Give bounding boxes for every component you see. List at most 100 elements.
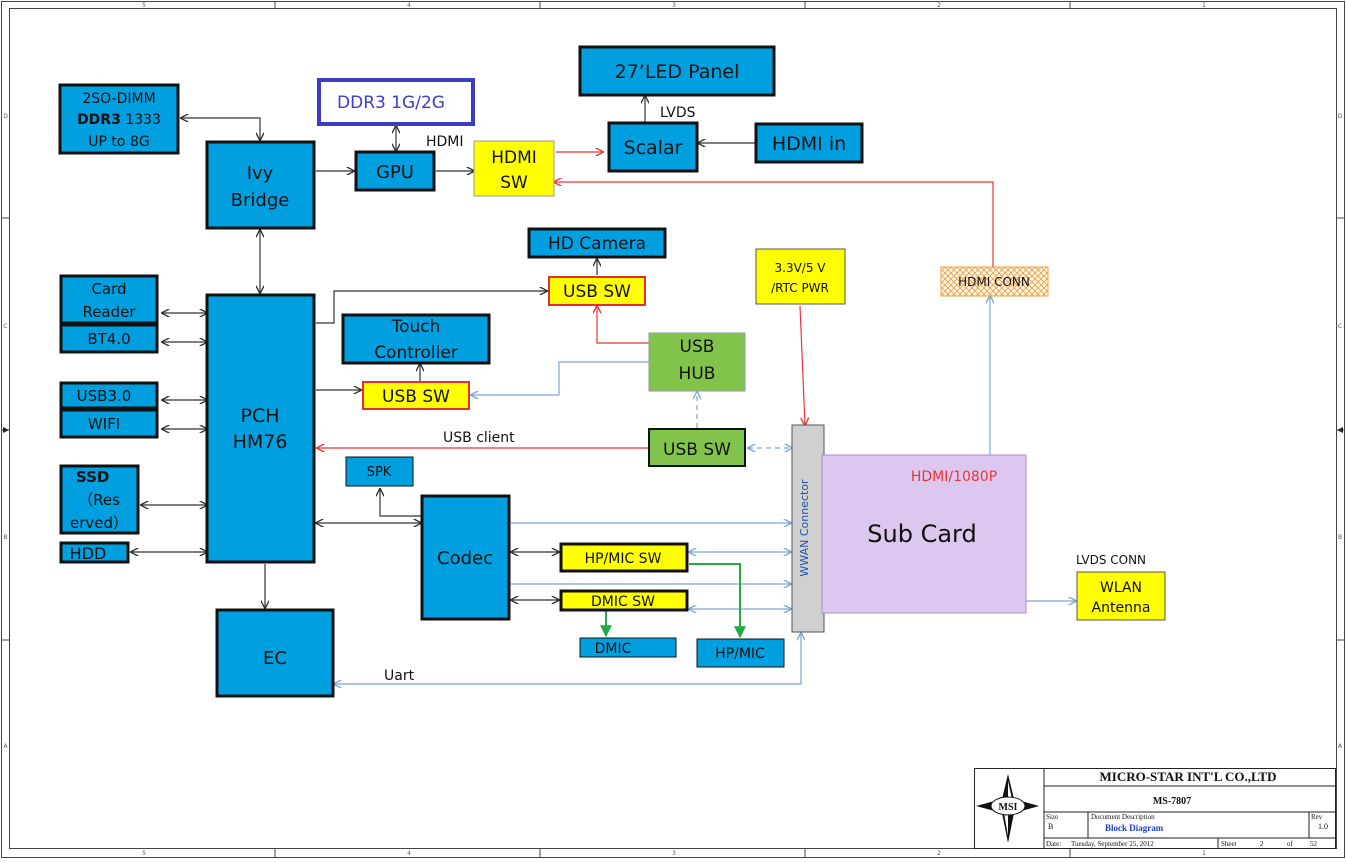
hdmi-link-label: HDMI (426, 134, 464, 150)
link-sodimm-ivybridge (181, 118, 260, 140)
sodimm-block: 2SO-DIMM DDR3 1333 UP to 8G (58, 83, 180, 155)
ruler-label: 4 (407, 850, 411, 857)
hd-camera-label: HD Camera (548, 234, 646, 254)
sheet-value: 2 (1260, 840, 1264, 848)
led-panel-block: 27’LED Panel (578, 45, 776, 97)
ssd-block: SSD （Res erved） (59, 464, 140, 535)
wlan-antenna-block: WLAN Antenna (1076, 571, 1166, 621)
ddr3-vram-block: DDR3 1G/2G (317, 78, 475, 126)
usb3-label: USB3.0 (77, 387, 132, 405)
hp-mic-block: HP/MIC (696, 638, 785, 668)
ivy-bridge-line-1: Ivy (247, 163, 274, 184)
ruler-label: 5 (142, 2, 146, 9)
usb-sw-client-block: USB SW (648, 428, 746, 467)
pch-line-1: PCH (240, 405, 279, 427)
ruler-label: 2 (937, 2, 941, 9)
link-usbhub-camera-usbsw (597, 306, 649, 344)
wlan-antenna-line-1: WLAN (1100, 580, 1142, 596)
doc-number: MS-7807 (1153, 796, 1191, 807)
usb3-block: USB3.0 (59, 381, 159, 410)
usb-sw-camera-label: USB SW (563, 282, 631, 302)
ruler-label: 4 (407, 2, 411, 9)
ruler-label: A (1338, 743, 1343, 750)
sub-card-note: HDMI/1080P (911, 469, 997, 485)
ruler-label: D (3, 113, 8, 120)
hdd-label: HDD (70, 544, 107, 563)
card-reader-block: Card Reader (59, 274, 159, 325)
touch-controller-line-1: Touch (391, 317, 441, 337)
sodimm-line-2: DDR3 1333 (77, 112, 161, 128)
ruler-label: 1 (1202, 2, 1206, 9)
hdmi-in-block: HDMI in (754, 122, 864, 164)
size-label: Size (1046, 813, 1058, 821)
wwan-connector-block: WWAN Connector (791, 424, 825, 633)
ruler-markers (3, 427, 1343, 433)
bt-block: BT4.0 (59, 323, 159, 354)
spk-block: SPK (345, 456, 414, 487)
msi-logo-text: MSI (999, 802, 1018, 813)
ddr3-label: DDR3 (77, 112, 121, 128)
top-ruler: 5 4 3 2 1 (142, 2, 1206, 9)
hdmi-conn-block: HDMI CONN (940, 266, 1049, 297)
touch-controller-line-2: Controller (374, 343, 458, 363)
sub-card-block: HDMI/1080P Sub Card (821, 454, 1027, 614)
card-reader-line-2: Reader (82, 303, 136, 321)
date-label: Date: (1046, 840, 1061, 848)
date-value: Tuesday, September 25, 2012 (1071, 840, 1154, 848)
hdd-block: HDD (59, 541, 130, 564)
ruler-label: A (3, 743, 8, 750)
rev-value: 1.0 (1318, 822, 1328, 831)
scalar-label: Scalar (624, 137, 683, 159)
hp-mic-sw-block: HP/MIC SW (559, 542, 689, 573)
total-sheets: 52 (1310, 840, 1318, 848)
rev-label: Rev (1311, 813, 1323, 821)
desc-value: Block Diagram (1105, 823, 1164, 833)
usb-hub-line-2: HUB (679, 364, 716, 384)
blue-connectors (334, 296, 1076, 684)
lvds-link-label: LVDS (660, 105, 696, 121)
wwan-connector-label: WWAN Connector (798, 479, 811, 577)
ssd-line-3: erved） (70, 514, 128, 532)
bottom-ruler: 5 4 3 2 1 (142, 850, 1206, 857)
green-connectors (600, 563, 746, 639)
usb-client-label: USB client (443, 430, 515, 446)
title-block: MSI MICRO-STAR INT'L CO.,LTD MS-7807 Siz… (974, 768, 1336, 849)
dmic-sw-label: DMIC SW (591, 594, 655, 610)
codec-block: Codec (420, 494, 511, 621)
ruler-label: 3 (672, 850, 676, 857)
bt-label: BT4.0 (87, 330, 130, 348)
link-hpmicsw-hpmic (689, 563, 746, 639)
ruler-label: C (1338, 323, 1342, 330)
usb-hub-line-1: USB (680, 337, 715, 357)
ec-label: EC (263, 648, 287, 669)
usb-sw-camera-block: USB SW (548, 276, 646, 306)
lvds-conn-label: LVDS CONN (1076, 553, 1146, 567)
sodimm-line-1: 2SO-DIMM (82, 91, 155, 107)
ruler-label: B (1338, 534, 1342, 541)
ec-block: EC (215, 608, 335, 698)
company-name: MICRO-STAR INT'L CO.,LTD (1100, 769, 1277, 784)
pch-block: PCH HM76 (205, 293, 316, 564)
ruler-label: 5 (142, 850, 146, 857)
dmic-sw-block: DMIC SW (559, 589, 689, 612)
ivy-bridge-line-2: Bridge (231, 190, 290, 211)
ssd-line-1: SSD (76, 468, 109, 486)
link-usbhub-touch-usbsw (471, 361, 649, 395)
dmic-block: DMIC (579, 637, 677, 658)
red-connectors (317, 152, 994, 448)
link-pch-camera-usbsw (316, 291, 547, 324)
sub-card-label: Sub Card (867, 520, 976, 548)
hdmi-sw-line-1: HDMI (491, 148, 537, 168)
ruler-label: 2 (937, 850, 941, 857)
sheet-label: Sheet (1221, 840, 1237, 848)
link-ec-wwan-uart (334, 633, 801, 684)
right-ruler: D C B A (1338, 113, 1343, 750)
ruler-label: C (3, 323, 7, 330)
pch-line-2: HM76 (233, 431, 288, 453)
power-note-line-2: /RTC PWR (771, 281, 829, 295)
sodimm-line-3: UP to 8G (88, 134, 149, 150)
power-note-block: 3.3V/5 V /RTC PWR (755, 248, 846, 305)
link-hdmiconn-hdmisw (554, 182, 994, 267)
